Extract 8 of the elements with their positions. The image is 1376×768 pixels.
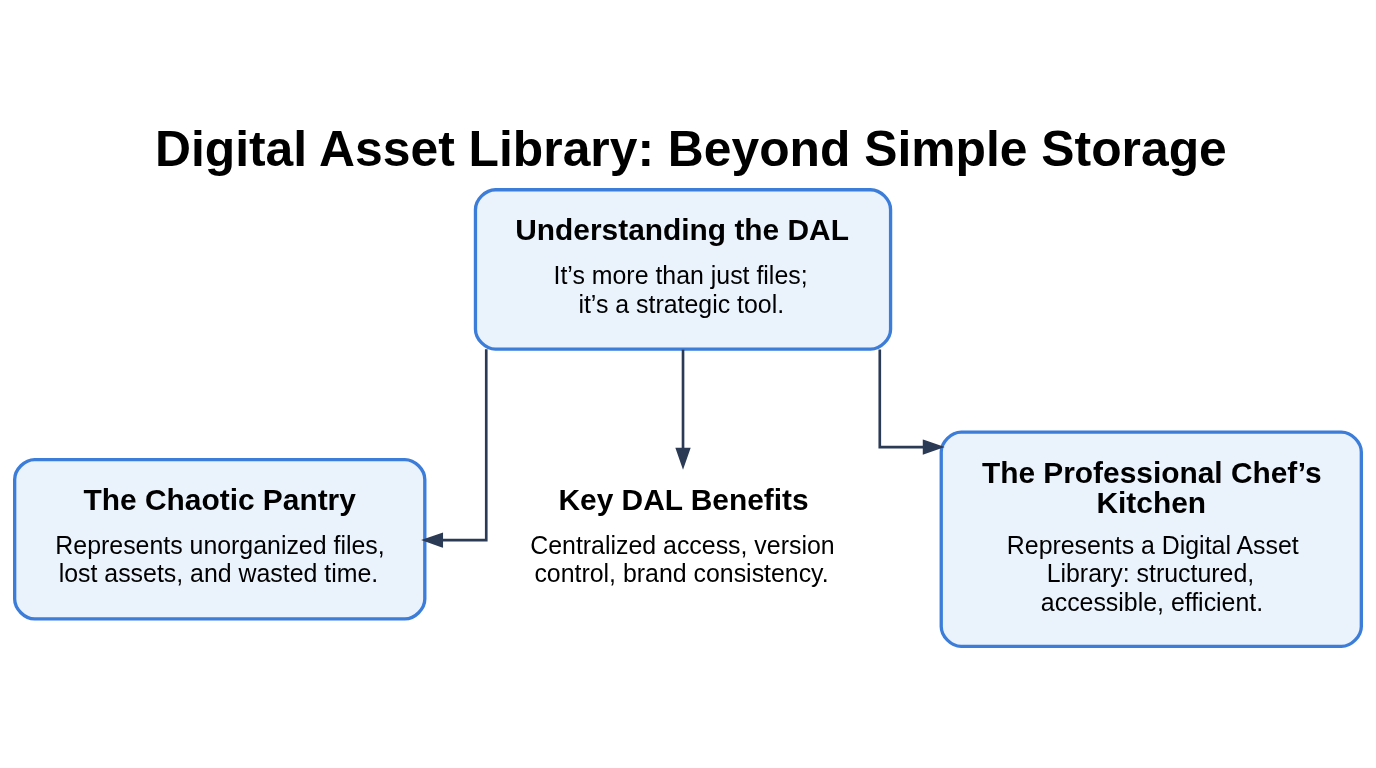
node-text: Key DAL Benefits Centralized access, version control, brand consistency. <box>530 483 835 588</box>
node-box: Understanding the DAL It’s more than just files; it’s a strategic tool. <box>473 188 893 351</box>
diagram-title: Digital Asset Library: Beyond Simple Storage <box>154 121 1227 178</box>
arrow <box>878 349 945 455</box>
node-box: The Professional Chef’s Kitchen Represents a Digital Asset Library: structured, accessible, efficient. <box>939 430 1363 648</box>
node-box: The Chaotic Pantry Represents unorganized files, lost assets, and wasted time. <box>13 457 427 621</box>
arrow <box>421 349 488 548</box>
arrow <box>675 349 691 470</box>
